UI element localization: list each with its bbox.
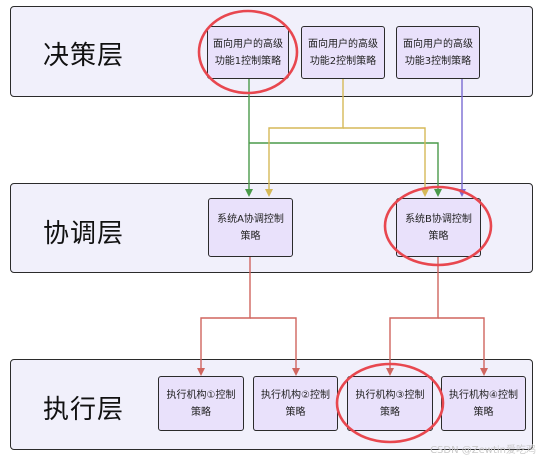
coordination-box-b-label: 系统B协调控制策略	[405, 213, 472, 242]
execution-box-1: 执行机构①控制策略	[158, 376, 244, 431]
execution-box-3-label: 执行机构③控制策略	[355, 389, 425, 418]
execution-layer-label: 执行层	[43, 395, 125, 425]
decision-box-1: 面向用户的高级功能1控制策略	[207, 26, 289, 79]
decision-box-3: 面向用户的高级功能3控制策略	[396, 26, 480, 79]
coordination-box-a-label: 系统A协调控制策略	[217, 213, 284, 242]
red-line-a-to-exec1	[200, 257, 251, 371]
decision-box-3-label: 面向用户的高级功能3控制策略	[403, 38, 473, 67]
execution-box-2-label: 执行机构②控制策略	[261, 389, 330, 418]
coordination-layer-label: 协调层	[43, 219, 125, 249]
decision-box-2: 面向用户的高级功能2控制策略	[301, 26, 385, 79]
coordination-box-a: 系统A协调控制策略	[208, 198, 293, 257]
execution-box-4: 执行机构④控制策略	[441, 376, 526, 431]
execution-box-1-label: 执行机构①控制策略	[166, 389, 236, 418]
watermark: CSDN @Zewtin爱吃鸡	[430, 445, 536, 456]
red-line-b-to-exec3	[389, 257, 439, 371]
red-connectors	[200, 257, 485, 371]
decision-box-2-label: 面向用户的高级功能2控制策略	[308, 38, 378, 67]
execution-box-3: 执行机构③控制策略	[347, 376, 433, 431]
execution-box-4-label: 执行机构④控制策略	[449, 389, 518, 418]
decision-layer-label: 决策层	[43, 41, 125, 71]
decision-box-1-label: 面向用户的高级功能1控制策略	[213, 38, 283, 67]
execution-box-2: 执行机构②控制策略	[253, 376, 338, 431]
coordination-box-b: 系统B协调控制策略	[396, 198, 481, 257]
